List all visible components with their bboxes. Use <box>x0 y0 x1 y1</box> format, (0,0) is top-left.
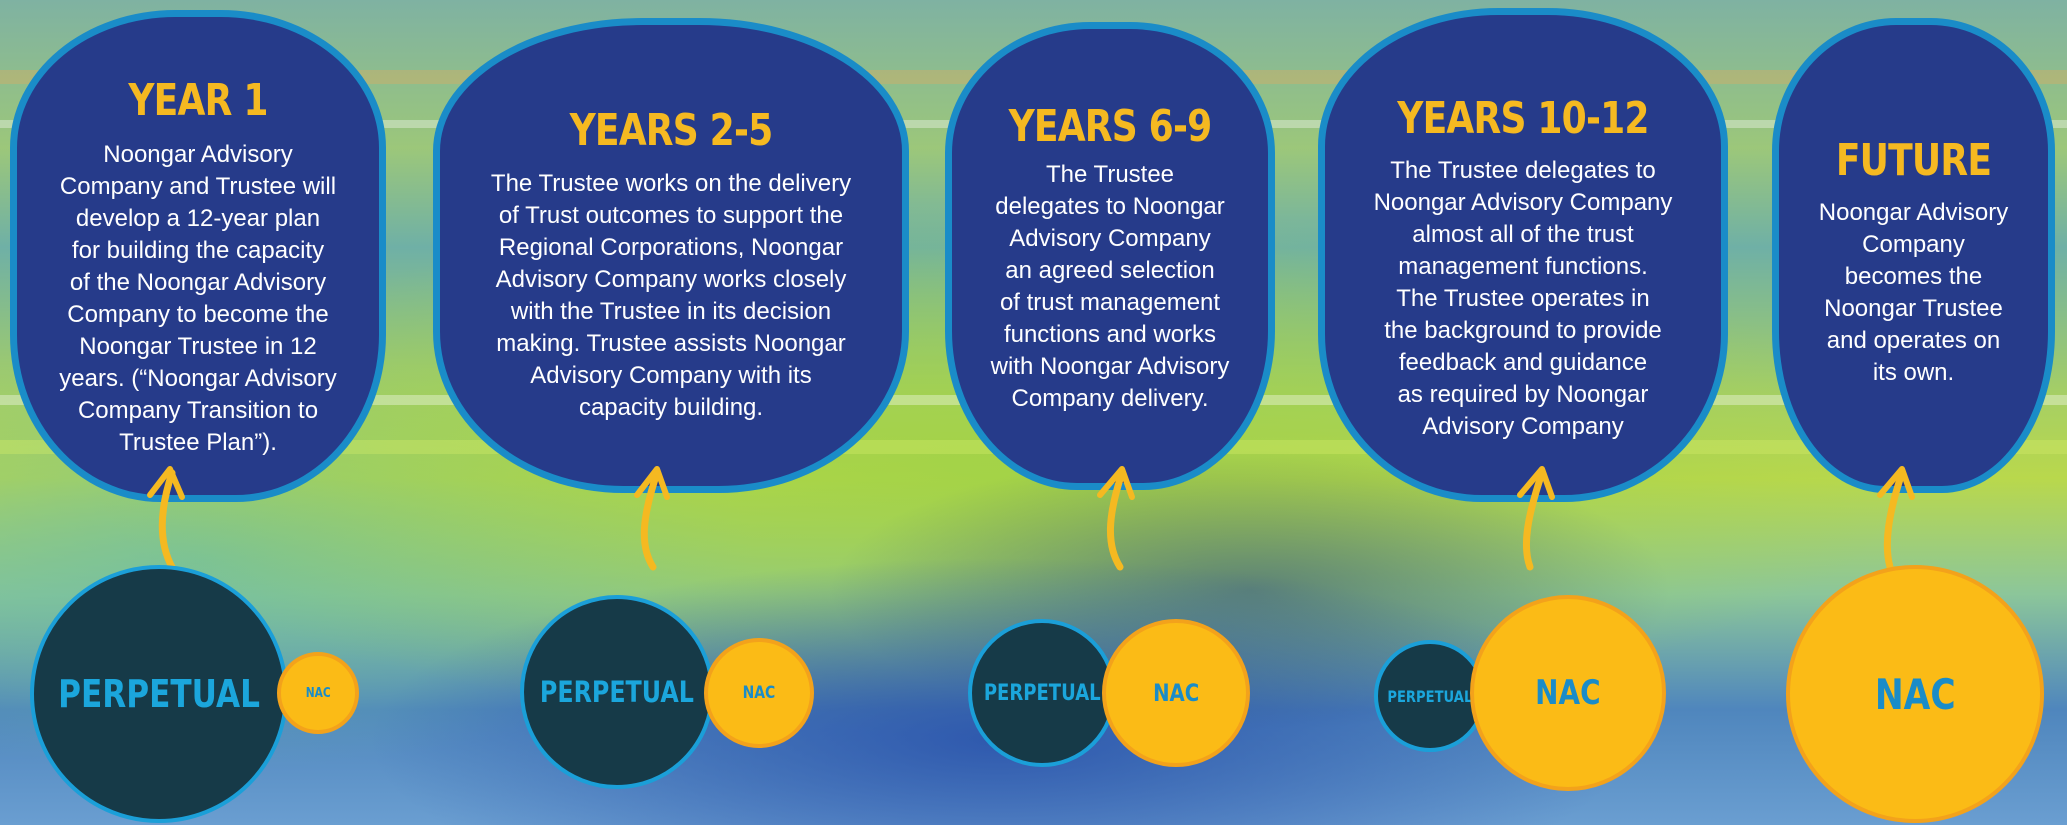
nac-label: NAC <box>1152 679 1200 707</box>
up-arrow-icon <box>147 466 185 571</box>
nac-label: NAC <box>305 685 331 701</box>
stage-description: The Trustee delegates to Noongar Advisor… <box>990 161 1230 412</box>
perpetual-circle: PERPETUAL <box>1374 640 1486 752</box>
nac-circle: NAC <box>1786 565 2044 823</box>
perpetual-label: PERPETUAL <box>1387 686 1473 706</box>
stage-description: The Trustee delegates to Noongar Advisor… <box>1373 157 1673 440</box>
stage-bubble-years-6-9: YEARS 6-9 The Trustee delegates to Noong… <box>945 22 1275 490</box>
stage-title: FUTURE <box>1835 135 1992 186</box>
perpetual-label: PERPETUAL <box>983 680 1101 706</box>
stage-bubble-years-10-12: YEARS 10-12 The Trustee delegates to Noo… <box>1318 8 1728 502</box>
nac-circle: NAC <box>704 638 814 748</box>
stage-bubble-future: FUTURE Noongar Advisory Company becomes … <box>1772 18 2055 493</box>
up-arrow-icon <box>1877 466 1915 571</box>
nac-circle: NAC <box>277 652 359 734</box>
stage-description: The Trustee works on the delivery of Tru… <box>490 170 852 421</box>
stage-title: YEAR 1 <box>128 75 268 126</box>
perpetual-circle: PERPETUAL <box>30 565 288 823</box>
nac-label: NAC <box>742 683 776 703</box>
stage-title: YEARS 2-5 <box>569 105 774 156</box>
stage-description: Noongar Advisory Company becomes the Noo… <box>1818 199 2009 386</box>
nac-label: NAC <box>1874 669 1956 719</box>
stage-description: Noongar Advisory Company and Trustee wil… <box>59 141 337 456</box>
stage-title: YEARS 6-9 <box>1008 101 1213 152</box>
nac-circle: NAC <box>1102 619 1250 767</box>
nac-label: NAC <box>1535 673 1601 713</box>
perpetual-label: PERPETUAL <box>539 675 695 709</box>
stage-title: YEARS 10-12 <box>1397 93 1649 144</box>
up-arrow-icon <box>1517 466 1555 571</box>
stage-bubble-years-2-5: YEARS 2-5 The Trustee works on the deliv… <box>433 18 909 493</box>
stage-bubble-year-1: YEAR 1 Noongar Advisory Company and Trus… <box>10 10 386 502</box>
perpetual-label: PERPETUAL <box>58 672 260 716</box>
perpetual-circle: PERPETUAL <box>520 595 714 789</box>
up-arrow-icon <box>634 466 670 571</box>
nac-circle: NAC <box>1470 595 1666 791</box>
perpetual-circle: PERPETUAL <box>968 619 1116 767</box>
up-arrow-icon <box>1097 466 1135 571</box>
